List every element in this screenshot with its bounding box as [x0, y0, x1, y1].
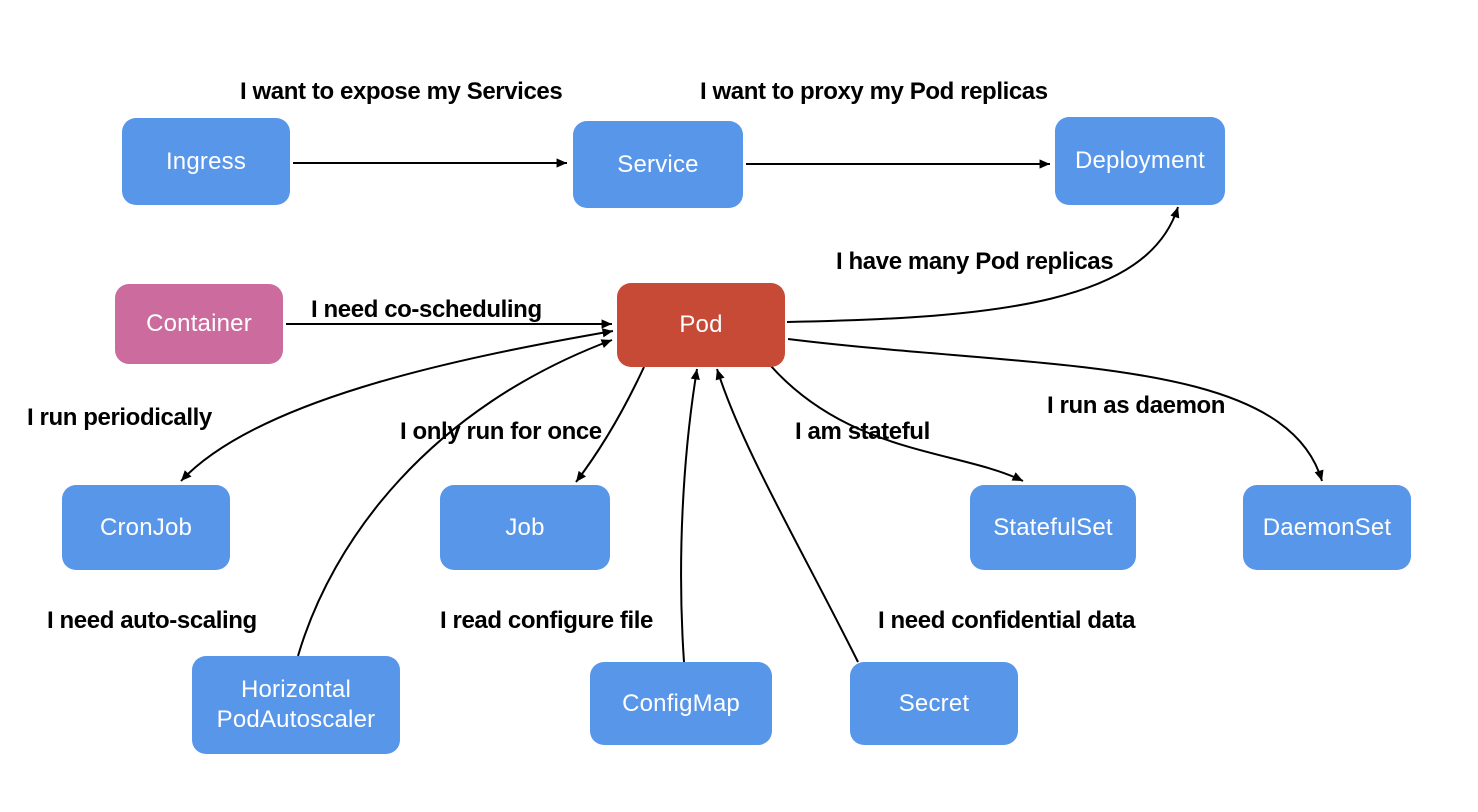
node-ingress-label: Ingress [165, 147, 247, 175]
node-deployment-label: Deployment [1074, 147, 1206, 174]
node-statefulset: StatefulSet [970, 485, 1136, 570]
edge-label-co-scheduling: I need co-scheduling [311, 296, 542, 323]
edge-label-run-as-daemon: I run as daemon [1047, 392, 1226, 419]
arrow-configmap-to-pod [680, 368, 700, 663]
node-configmap: ConfigMap [590, 662, 772, 745]
node-deployment: Deployment [1055, 117, 1225, 205]
edge-label-expose-services: I want to expose my Services [240, 78, 563, 105]
node-daemonset: DaemonSet [1243, 485, 1411, 570]
node-statefulset-label: StatefulSet [993, 513, 1113, 541]
node-ingress: Ingress [122, 118, 290, 205]
node-horizontal-pod-autoscaler: Horizontal PodAutoscaler [192, 656, 400, 754]
edge-label-stateful: I am stateful [795, 418, 930, 445]
node-service-label: Service [617, 150, 699, 178]
arrow-pod-to-job [575, 366, 645, 483]
node-container-label: Container [146, 310, 252, 337]
edge-label-confidential-data: I need confidential data [878, 607, 1136, 634]
edge-label-run-periodically: I run periodically [27, 404, 212, 431]
arrow-secret-to-pod [715, 368, 859, 663]
node-pod-label: Pod [679, 311, 723, 338]
node-daemonset-label: DaemonSet [1262, 513, 1392, 541]
node-pod: Pod [617, 283, 785, 367]
edge-label-auto-scaling: I need auto-scaling [47, 607, 257, 634]
node-job: Job [440, 485, 610, 570]
node-hpa-label-line1: Horizontal [240, 676, 352, 703]
node-cronjob: CronJob [62, 485, 230, 570]
edge-label-read-configure-file: I read configure file [440, 607, 653, 634]
node-secret-label: Secret [898, 689, 970, 717]
arrow-pod-to-daemonset [787, 338, 1324, 482]
node-configmap-label: ConfigMap [622, 689, 740, 717]
node-cronjob-label: CronJob [99, 513, 193, 541]
edge-label-many-pod-replicas: I have many Pod replicas [836, 248, 1114, 275]
node-container: Container [115, 284, 283, 364]
node-hpa-label-line2: PodAutoscaler [216, 706, 376, 733]
arrow-pod-cronjob-bidirectional [180, 328, 614, 482]
node-secret: Secret [850, 662, 1018, 745]
arrow-pod-to-deployment [786, 206, 1180, 323]
edge-label-proxy-pod-replicas: I want to proxy my Pod replicas [700, 78, 1048, 105]
node-service: Service [573, 121, 743, 208]
arrow-hpa-to-pod [297, 339, 613, 657]
node-job-label: Job [505, 513, 545, 541]
arrow-pod-to-statefulset [769, 364, 1024, 482]
edge-label-run-for-once: I only run for once [400, 418, 602, 445]
